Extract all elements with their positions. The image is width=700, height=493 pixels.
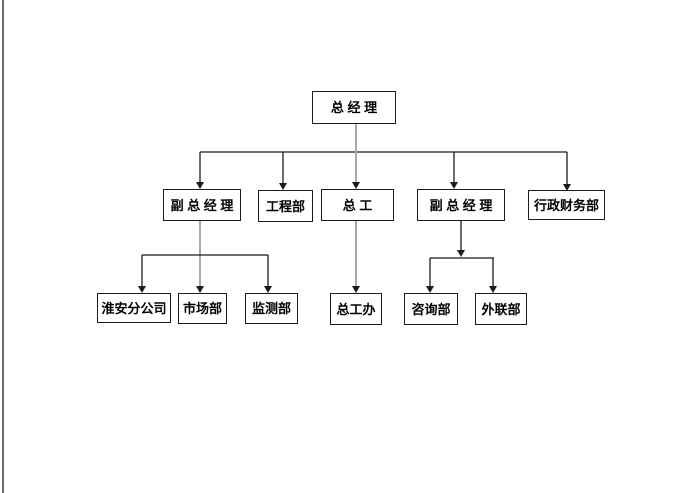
arrowhead-dgm2 [450, 182, 458, 189]
arrowhead-chief-engineer-office [352, 286, 360, 293]
arrowhead-dgm2-junction [457, 250, 465, 257]
org-node-label-marketing-dept: 市场部 [182, 301, 222, 316]
org-node-label-chief-engineer: 总 工 [342, 197, 373, 213]
arrowhead-huaian [138, 286, 146, 293]
org-node-label-monitoring-dept: 监测部 [251, 301, 291, 316]
org-node-label-engineering-dept: 工程部 [265, 198, 305, 214]
org-node-label-general-manager: 总 经 理 [330, 100, 378, 115]
org-node-deputy-general-manager-2: 副 总 经 理 [417, 189, 505, 221]
org-node-chief-engineer-office: 总工办 [330, 293, 382, 325]
org-node-general-manager: 总 经 理 [312, 91, 396, 124]
org-node-huaian-branch: 淮安分公司 [97, 293, 171, 323]
org-node-marketing-dept: 市场部 [178, 293, 227, 324]
org-node-label-external-relations-dept: 外联部 [481, 301, 521, 317]
arrowhead-consulting [426, 286, 434, 293]
page-left-edge-line [2, 0, 4, 493]
arrowhead-chief-engineer [352, 182, 360, 189]
org-node-label-deputy-general-manager-1: 副 总 经 理 [170, 197, 234, 213]
org-node-label-consulting-dept: 咨询部 [411, 301, 451, 317]
org-node-chief-engineer: 总 工 [321, 189, 394, 221]
arrowhead-engineering [279, 183, 287, 190]
org-node-monitoring-dept: 监测部 [245, 293, 298, 324]
org-node-external-relations-dept: 外联部 [475, 293, 527, 325]
org-node-label-huaian-branch: 淮安分公司 [101, 300, 167, 316]
arrowhead-marketing [196, 286, 204, 293]
org-node-label-chief-engineer-office: 总工办 [336, 301, 376, 317]
org-node-deputy-general-manager-1: 副 总 经 理 [163, 189, 241, 221]
org-node-label-admin-finance-dept: 行政财务部 [533, 197, 599, 213]
arrowhead-admin-finance [563, 184, 571, 191]
org-node-consulting-dept: 咨询部 [404, 293, 458, 325]
org-node-admin-finance-dept: 行政财务部 [528, 190, 605, 220]
arrowhead-dgm1 [196, 182, 204, 189]
org-node-engineering-dept: 工程部 [258, 190, 313, 222]
arrowhead-monitoring [264, 286, 272, 293]
org-node-label-deputy-general-manager-2: 副 总 经 理 [429, 197, 493, 213]
arrowhead-external [489, 286, 497, 293]
